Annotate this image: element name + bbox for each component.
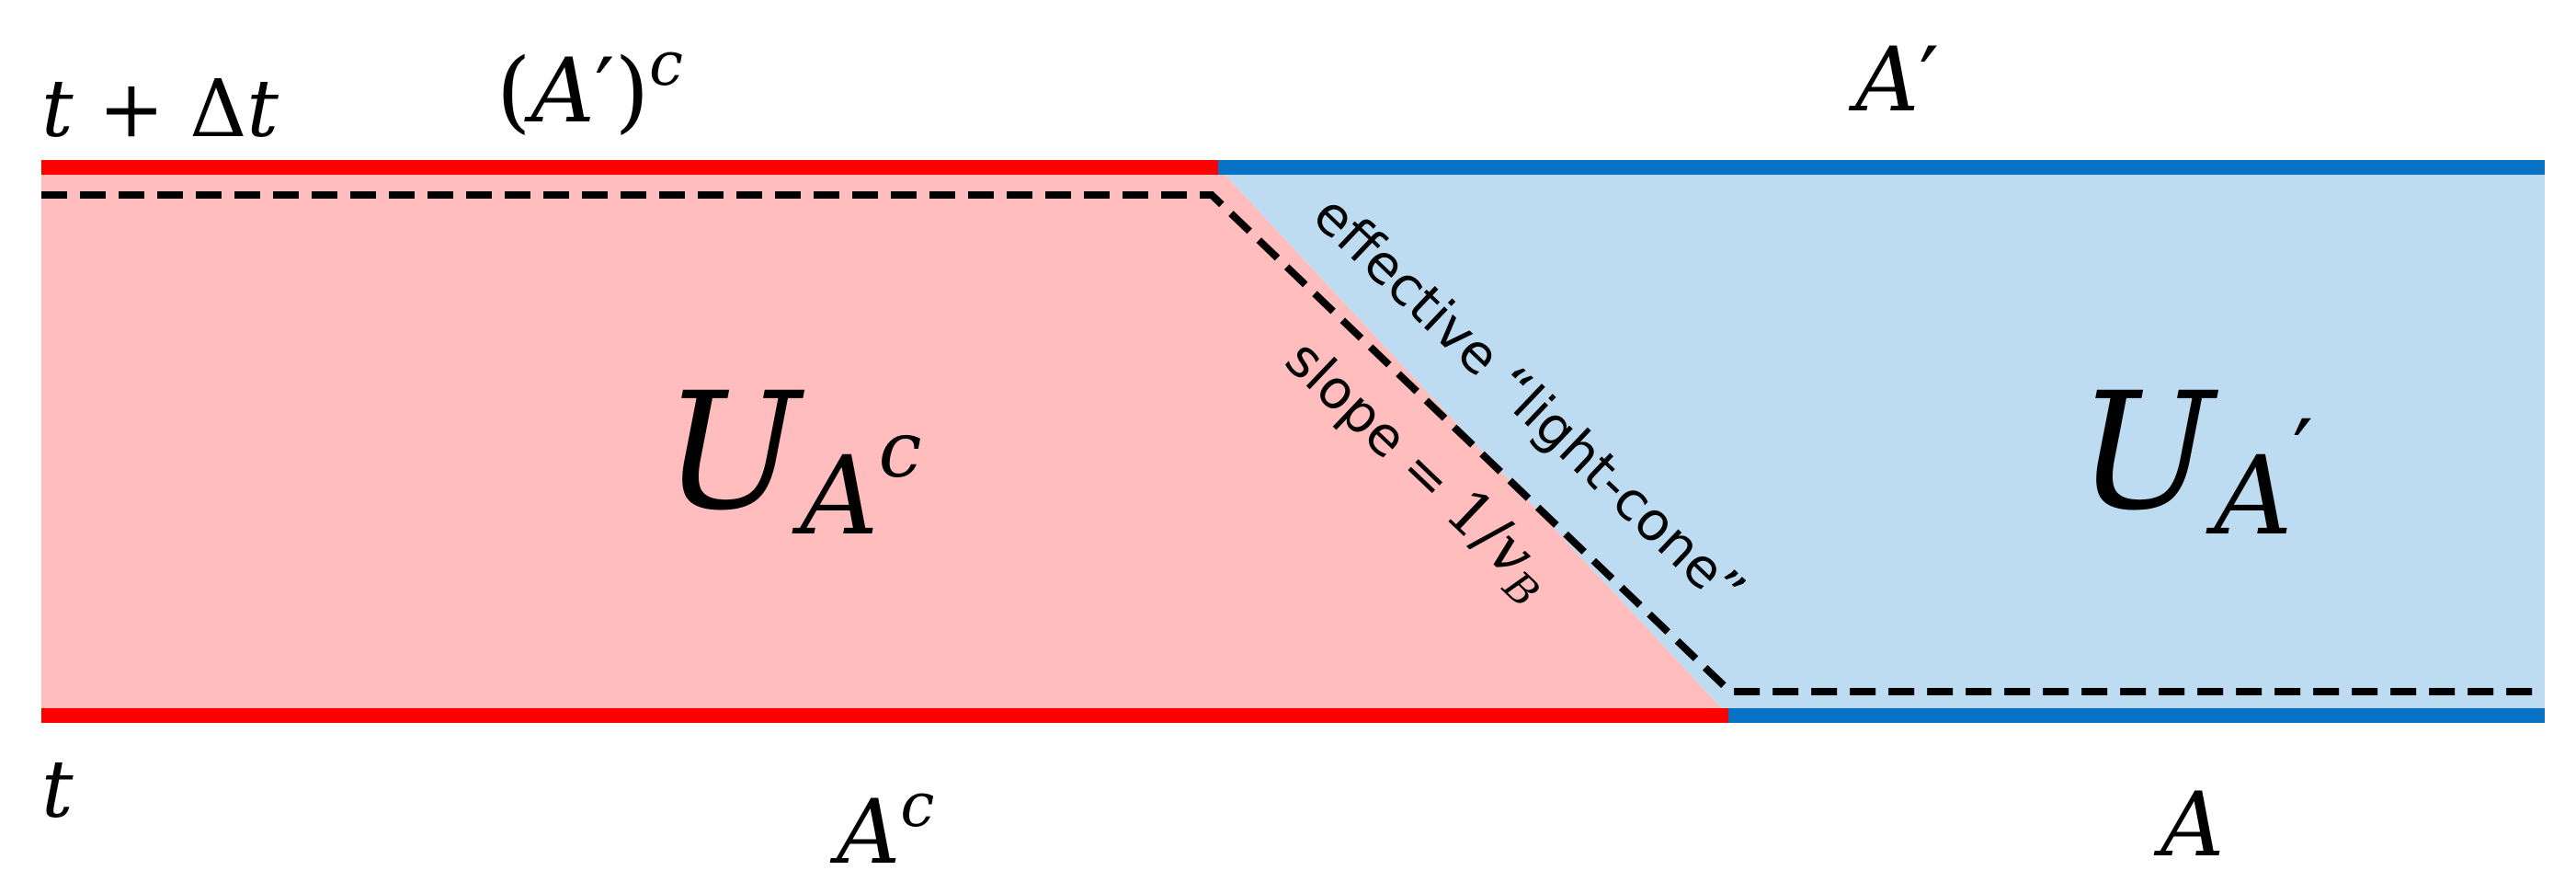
top-boundary-a-prime [1218, 160, 2545, 175]
time-top-label: t + Δt [41, 63, 279, 155]
top-right-region-label: A′ [1848, 29, 1939, 132]
top-left-region-label: (A′)c [496, 29, 683, 143]
bottom-right-region-label: A [2153, 773, 2224, 876]
region-a-prime [1218, 167, 2545, 716]
light-cone-dashed-line [41, 191, 2545, 695]
operator-u-a-complement: UAc [664, 358, 922, 559]
operator-u-a-prime: UA′ [2078, 358, 2313, 559]
bottom-boundary-complement [41, 708, 1730, 723]
bottom-left-region-label: Ac [829, 770, 934, 882]
bottom-boundary-a [1728, 708, 2545, 723]
top-boundary-complement [41, 160, 1220, 175]
time-bottom-label: t [41, 744, 74, 836]
region-a-complement [41, 167, 1728, 716]
